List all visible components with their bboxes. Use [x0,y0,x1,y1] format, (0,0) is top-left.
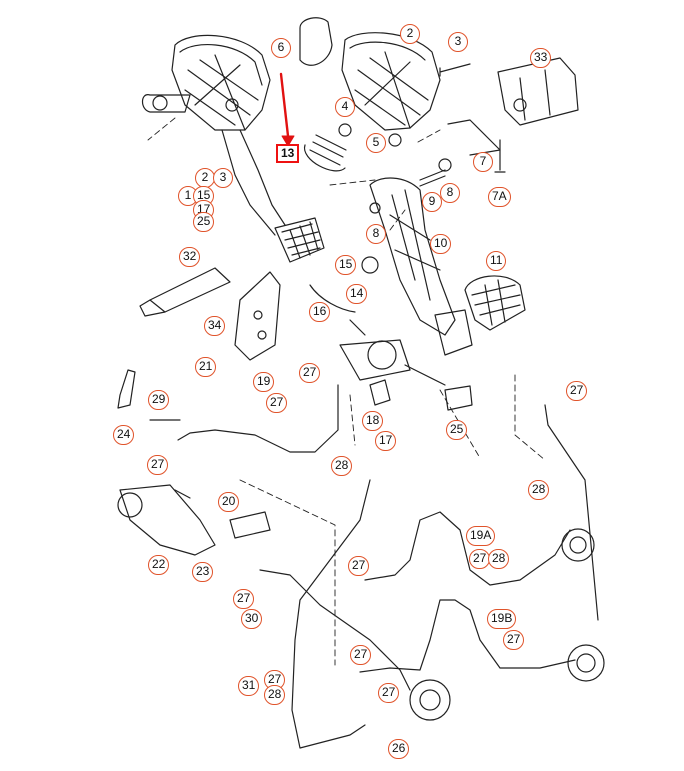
callout-27[interactable]: 27 [348,556,370,576]
callout-28[interactable]: 28 [331,456,353,476]
callout-33[interactable]: 33 [530,48,552,68]
callout-4[interactable]: 4 [335,97,355,117]
reference-lines [147,117,546,666]
callout-7a[interactable]: 7A [488,187,511,207]
callout-27[interactable]: 27 [503,630,525,650]
release-bearing-housing [117,484,271,556]
line-bracket [117,369,181,421]
fasteners [299,17,506,274]
grease-tube-and-plate [139,267,281,361]
callout-8[interactable]: 8 [440,183,460,203]
mounting-bracket [447,57,579,156]
callout-2[interactable]: 2 [195,168,215,188]
callout-11[interactable]: 11 [486,251,507,271]
hydraulic-lines [177,384,599,749]
callout-24[interactable]: 24 [113,425,135,445]
callout-10[interactable]: 10 [430,234,452,254]
callout-22[interactable]: 22 [148,555,170,575]
callout-5[interactable]: 5 [366,133,386,153]
callout-27[interactable]: 27 [266,393,288,413]
slave-cylinders [409,528,605,721]
callout-32[interactable]: 32 [179,247,201,267]
callout-15[interactable]: 15 [335,255,357,275]
callout-8[interactable]: 8 [366,224,386,244]
callout-2[interactable]: 2 [400,24,420,44]
callout-25[interactable]: 25 [193,212,215,232]
callout-3[interactable]: 3 [448,32,468,52]
callout-30[interactable]: 30 [241,609,263,629]
callout-19[interactable]: 19 [253,372,275,392]
callout-21[interactable]: 21 [195,357,217,377]
callout-27[interactable]: 27 [299,363,321,383]
callout-27[interactable]: 27 [350,645,372,665]
right-pedal-assembly [341,32,526,356]
callout-28[interactable]: 28 [264,685,286,705]
callout-18[interactable]: 18 [362,411,384,431]
callout-27[interactable]: 27 [147,455,169,475]
callout-28[interactable]: 28 [488,549,510,569]
callout-34[interactable]: 34 [204,316,226,336]
callout-17[interactable]: 17 [375,431,397,451]
callout-9[interactable]: 9 [422,192,442,212]
callout-3[interactable]: 3 [213,168,233,188]
callout-19a[interactable]: 19A [466,526,496,546]
callout-29[interactable]: 29 [148,390,170,410]
callout-27[interactable]: 27 [378,683,400,703]
left-pedal-assembly [141,34,325,263]
callout-19b[interactable]: 19B [487,609,517,629]
clutch-master-cylinder [309,284,473,411]
callout-27[interactable]: 27 [566,381,588,401]
callout-28[interactable]: 28 [528,480,550,500]
callout-25[interactable]: 25 [446,420,468,440]
callout-26[interactable]: 26 [388,739,410,759]
callout-23[interactable]: 23 [192,562,214,582]
callout-7[interactable]: 7 [473,152,493,172]
callout-14[interactable]: 14 [346,284,368,304]
highlighted-part-13[interactable]: 13 [276,144,300,163]
callout-16[interactable]: 16 [309,302,331,322]
callout-20[interactable]: 20 [218,492,240,512]
callout-6[interactable]: 6 [271,38,291,58]
callout-27[interactable]: 27 [469,549,491,569]
highlight-arrow [279,72,295,147]
callout-31[interactable]: 31 [238,676,260,696]
callout-27[interactable]: 27 [233,589,255,609]
